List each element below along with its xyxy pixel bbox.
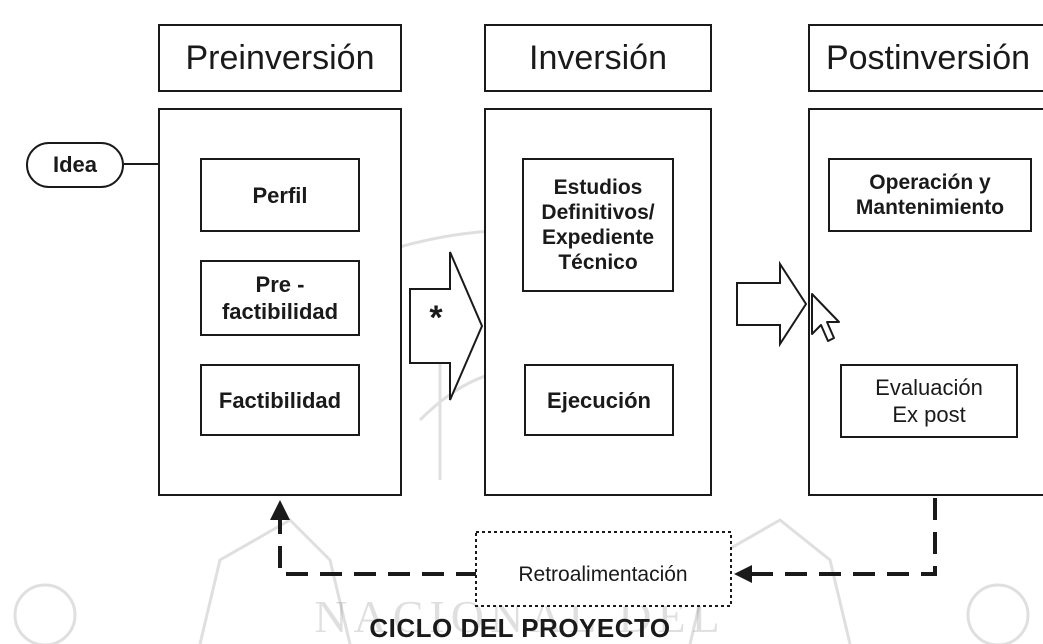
arrow-inv-to-post xyxy=(736,260,808,348)
step-estudios-line1: Estudios xyxy=(553,176,643,199)
idea-pill: Idea xyxy=(26,142,124,188)
feedback-arrowhead-left xyxy=(734,565,752,583)
step-prefactibilidad-line1: Pre - xyxy=(255,272,305,297)
step-operacion-mantenimiento: Operación y Mantenimiento xyxy=(828,158,1032,232)
stage-title-inversion: Inversión xyxy=(484,24,712,92)
step-evaluacion-expost: Evaluación Ex post xyxy=(840,364,1018,438)
step-ejecucion-label: Ejecución xyxy=(547,387,651,413)
step-estudios-line4: Técnico xyxy=(558,251,638,274)
step-perfil: Perfil xyxy=(200,158,360,232)
step-evaluacion-line1: Evaluación xyxy=(875,375,983,400)
stage-title-postinversion: Postinversión xyxy=(808,24,1043,92)
idea-label: Idea xyxy=(52,152,98,177)
step-perfil-label: Perfil xyxy=(252,182,308,208)
arrow-marker: * xyxy=(429,298,443,337)
feedback-path-right xyxy=(752,498,937,576)
diagram-caption: CICLO DEL PROYECTO xyxy=(369,612,671,643)
step-ejecucion: Ejecución xyxy=(524,364,674,436)
step-factibilidad-label: Factibilidad xyxy=(218,387,342,413)
step-estudios-line2: Definitivos/ xyxy=(541,201,655,224)
step-prefactibilidad-line2: factibilidad xyxy=(221,299,339,324)
stage-title-preinversion: Preinversión xyxy=(158,24,402,92)
step-estudios-definitivos: Estudios Definitivos/ Expediente Técnico xyxy=(522,158,674,292)
feedback-box xyxy=(475,531,732,607)
step-prefactibilidad: Pre - factibilidad xyxy=(200,260,360,336)
feedback-label: Retroalimentación xyxy=(518,563,688,586)
step-operacion-line1: Operación y xyxy=(869,171,991,194)
feedback-arrowhead-up xyxy=(270,500,290,520)
arrow-pre-to-inv xyxy=(409,251,484,401)
feedback-path-left xyxy=(278,520,478,576)
step-operacion-line2: Mantenimiento xyxy=(855,196,1005,219)
cursor-icon xyxy=(811,293,840,342)
step-evaluacion-line2: Ex post xyxy=(892,402,966,427)
step-estudios-line3: Expediente xyxy=(541,226,655,249)
step-factibilidad: Factibilidad xyxy=(200,364,360,436)
